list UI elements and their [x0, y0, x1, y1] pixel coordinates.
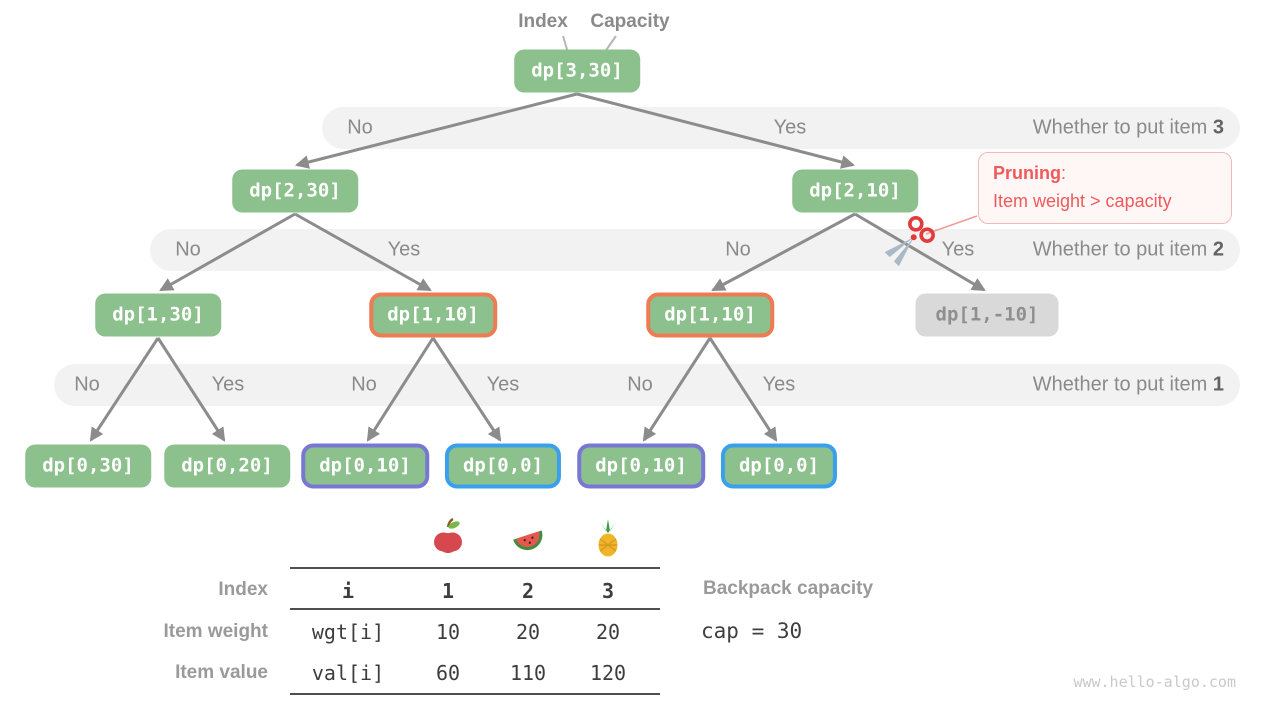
pruning-connector-line [925, 215, 978, 235]
branch-label-yes: Yes [211, 373, 245, 396]
band-question-item-3: Whether to put item 3 [1032, 116, 1224, 139]
table-rowhead-weight: Item weight [163, 621, 268, 642]
dp-node-2-10: dp[2,10] [792, 169, 918, 213]
table-cell: 120 [589, 661, 627, 685]
edge-root-no [294, 92, 578, 169]
tree-edges [89, 92, 986, 442]
edge-1-10r-no [642, 337, 712, 442]
edge-2-10-yes-pruned [854, 212, 986, 292]
pruning-callout: Pruning: Item weight > capacity [978, 152, 1232, 224]
branch-label-no: No [627, 373, 653, 396]
dp-node-0-20: dp[0,20] [164, 444, 290, 488]
table-rowhead-index: Index [218, 579, 268, 600]
decision-band-item-1: No Yes No Yes No Yes Whether to put item… [54, 364, 1240, 406]
branch-label-no: No [347, 116, 373, 139]
table-cell: wgt[i] [311, 620, 385, 644]
branch-label-yes: Yes [486, 373, 520, 396]
edge-1-30-no [89, 337, 160, 442]
dp-node-1-10-right-highlighted: dp[1,10] [646, 292, 774, 338]
pruning-title: Pruning: [993, 163, 1067, 183]
apple-icon [434, 518, 462, 553]
table-cell: val[i] [311, 661, 385, 685]
decision-band-item-3: No Yes Whether to put item 3 [322, 107, 1240, 149]
backpack-capacity-value: cap = 30 [701, 619, 803, 643]
branch-label-yes: Yes [941, 238, 975, 261]
dp-node-3-30: dp[3,30] [514, 49, 640, 93]
dp-node-2-30: dp[2,30] [232, 169, 358, 213]
table-cell: 20 [515, 620, 541, 644]
table-cell: 1 [441, 579, 455, 603]
table-rule-bottom [290, 693, 660, 695]
pruning-detail: Item weight > capacity [993, 190, 1172, 211]
dp-node-0-10-left: dp[0,10] [301, 443, 429, 489]
branch-label-no: No [725, 238, 751, 261]
edge-root-yes [576, 92, 856, 169]
table-cell: 2 [521, 579, 535, 603]
edge-1-10l-yes [431, 337, 502, 442]
table-rule-mid [290, 608, 660, 610]
table-cell: 10 [435, 620, 461, 644]
pineapple-icon [598, 519, 618, 557]
branch-label-no: No [74, 373, 100, 396]
table-cell: 3 [601, 579, 615, 603]
branch-label-yes: Yes [387, 238, 421, 261]
index-pointer-label: Index [518, 11, 568, 32]
dp-node-1-neg10-pruned: dp[1,-10] [915, 293, 1059, 337]
edge-1-10r-yes [708, 337, 778, 442]
dp-node-0-10-right: dp[0,10] [577, 443, 705, 489]
watermelon-icon [513, 530, 543, 551]
table-cell: 60 [435, 661, 461, 685]
edge-2-30-no [159, 212, 296, 292]
branch-label-yes: Yes [773, 116, 807, 139]
edge-2-30-yes [294, 212, 432, 292]
table-rowhead-value: Item value [175, 662, 268, 683]
capacity-pointer-label: Capacity [590, 11, 670, 32]
branch-label-no: No [351, 373, 377, 396]
edge-1-30-yes [156, 337, 226, 442]
edge-1-10l-no [366, 337, 435, 442]
edge-2-10-no [711, 212, 856, 292]
dp-node-1-30: dp[1,30] [95, 293, 221, 337]
dp-node-0-30: dp[0,30] [25, 444, 151, 488]
branch-label-yes: Yes [762, 373, 796, 396]
table-cell: 20 [595, 620, 621, 644]
dp-node-0-0-right: dp[0,0] [720, 443, 838, 489]
scissors-icon [884, 216, 935, 267]
backpack-capacity-label: Backpack capacity [703, 578, 874, 599]
watermark: www.hello-algo.com [1073, 673, 1236, 691]
table-cell: i [341, 579, 355, 603]
table-rule-top [290, 567, 660, 569]
dp-node-1-10-left-highlighted: dp[1,10] [369, 292, 497, 338]
band-question-item-2: Whether to put item 2 [1032, 238, 1224, 261]
band-question-item-1: Whether to put item 1 [1032, 373, 1224, 396]
branch-label-no: No [175, 238, 201, 261]
dp-node-0-0-left: dp[0,0] [444, 443, 562, 489]
table-cell: 110 [509, 661, 547, 685]
